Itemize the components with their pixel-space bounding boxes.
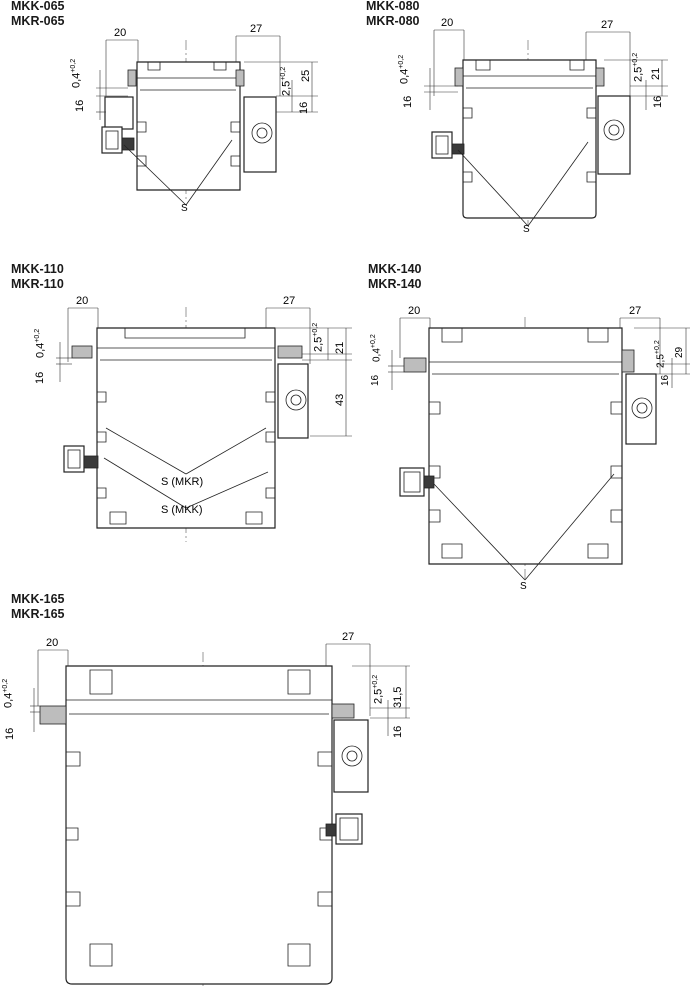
- label-s-mkr: S (MKR): [161, 476, 204, 488]
- drawing-title-mkk: MKK-110: [11, 262, 64, 276]
- dim-height-right-small: 21: [334, 341, 346, 354]
- label-s: S: [523, 224, 530, 235]
- dim-width-right: 27: [601, 19, 614, 31]
- dim-gap-left: 0,4+0,2: [398, 54, 411, 84]
- dim-width-right: 27: [283, 295, 296, 307]
- dim-height-left: 16: [74, 99, 86, 112]
- drawing-title-mkk: MKK-165: [11, 592, 65, 606]
- drawing-title-mkr: MKR-080: [366, 14, 420, 28]
- linear-module-profile: [96, 327, 276, 529]
- drawing-mkk-065: MKK-065 MKR-065 20 27 0,4+0,2 16: [0, 0, 330, 230]
- dim-gap-right: 2,5+0,2: [632, 52, 645, 82]
- drawing-title-mkk: MKK-065: [11, 0, 65, 13]
- linear-module-profile: [428, 327, 623, 565]
- drawing-mkk-110: MKK-110 MKR-110 20 27 0,4+0,2 1: [0, 262, 360, 552]
- linear-module-profile: [136, 61, 241, 191]
- drawing-title-mkr: MKR-110: [11, 277, 64, 291]
- dim-width-right: 27: [342, 631, 355, 643]
- dim-width-left: 20: [76, 295, 89, 307]
- drawing-title-mkr: MKR-065: [11, 14, 65, 28]
- drawing-title-mkk: MKK-140: [368, 262, 422, 276]
- label-s: S: [181, 203, 188, 214]
- dim-height-right-big: 21: [650, 67, 662, 80]
- dim-width-left: 20: [114, 27, 127, 39]
- dim-gap-left: 0,4+0,2: [2, 678, 15, 708]
- drawing-title-mkr: MKR-165: [11, 607, 65, 621]
- switch-mount-right: [277, 363, 309, 439]
- drawing-mkk-140: MKK-140 MKR-140 20 27 0,4+0,2 16 2,5+0,: [350, 262, 695, 602]
- dim-height-left: 16: [34, 371, 46, 384]
- dim-height-right-small: 16: [392, 725, 404, 738]
- profile-drawing: [388, 317, 690, 582]
- dim-gap-right: 2,5+0,2: [654, 340, 667, 368]
- label-s: S: [520, 581, 527, 592]
- switch-mount-right: [333, 719, 369, 793]
- profile-drawing: [56, 307, 352, 542]
- dim-gap-left: 0,4+0,2: [370, 334, 383, 362]
- dim-width-right: 27: [629, 305, 642, 317]
- dim-width-left: 20: [408, 305, 421, 317]
- profile-drawing: [30, 643, 410, 988]
- dim-gap-right: 2,5+0,2: [312, 322, 325, 352]
- dim-width-right: 27: [250, 23, 263, 35]
- dim-height-left: 16: [4, 727, 16, 740]
- dim-height-right-big: 31,5: [392, 686, 404, 708]
- dim-height-left: 16: [402, 95, 414, 108]
- dim-width-left: 20: [441, 17, 454, 29]
- drawing-mkk-080: MKK-080 MKR-080 20 27 0,4+0,2 16 2,5+0,2: [350, 0, 690, 240]
- switch-mount-right: [243, 96, 277, 173]
- dim-height-right-big: 29: [674, 346, 685, 358]
- linear-module-profile: [65, 665, 333, 985]
- dim-gap-left: 0,4+0,2: [34, 328, 47, 358]
- profile-drawing: [424, 29, 668, 227]
- dim-height-right-small: 16: [652, 95, 664, 108]
- profile-drawing: [96, 35, 318, 206]
- switch-mount-right: [625, 373, 657, 445]
- dim-height-left: 16: [370, 374, 381, 386]
- drawing-mkk-165: MKK-165 MKR-165 20 27 0,4+0,2 16 2,5+0,2…: [0, 592, 440, 990]
- cover-mount-left: [104, 96, 134, 130]
- dim-gap-right: 2,5+0,2: [372, 674, 385, 704]
- dim-width-left: 20: [46, 637, 59, 649]
- dim-height-right-small: 16: [298, 101, 310, 114]
- dim-gap-right: 2,5+0,2: [280, 66, 293, 96]
- dim-height-right-big: 43: [334, 393, 346, 406]
- dim-height-right-big: 25: [300, 69, 312, 82]
- dim-gap-left: 0,4+0,2: [70, 58, 83, 88]
- dim-height-right-small: 16: [660, 374, 671, 386]
- label-s-mkk: S (MKK): [161, 504, 203, 516]
- drawing-title-mkr: MKR-140: [368, 277, 422, 291]
- drawing-title-mkk: MKK-080: [366, 0, 420, 13]
- linear-module-profile: [462, 59, 597, 219]
